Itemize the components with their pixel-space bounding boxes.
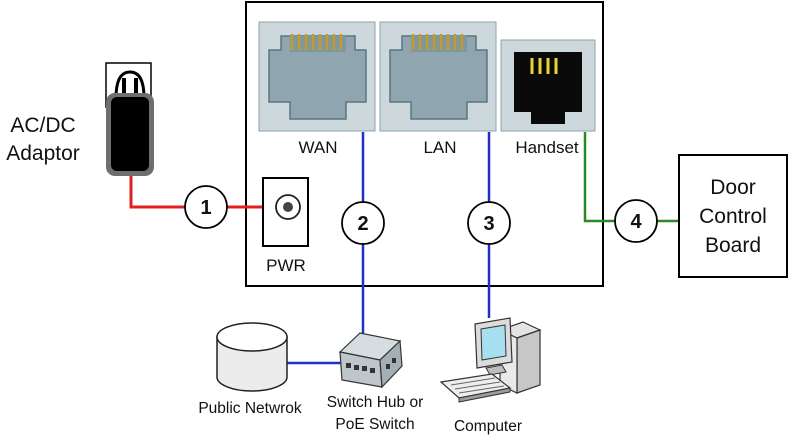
public-network-label: Public Netwrok [198,400,302,417]
badge-4-label: 4 [630,211,642,233]
lan-port [379,21,497,132]
adaptor-label-line2: Adaptor [6,142,80,165]
badge-3: 3 [467,201,511,245]
handset-label: Handset [515,138,579,157]
power-jack [262,177,309,247]
door-control-board [678,154,788,278]
badge-1-label: 1 [200,197,211,219]
lan-label: LAN [423,138,456,157]
computer-icon [439,317,542,403]
wan-label: WAN [298,138,337,157]
switch-hub-icon [338,332,403,389]
badge-1: 1 [184,185,228,229]
door-label-line3: Board [705,234,761,257]
door-label-line1: Door [710,176,756,199]
badge-2: 2 [341,201,385,245]
pwr-label: PWR [266,256,306,275]
switch-label-line1: Switch Hub or [327,394,423,411]
badge-3-label: 3 [483,213,494,235]
switch-label-line2: PoE Switch [335,416,414,433]
public-network-icon [216,322,288,392]
handset-port [500,39,596,132]
adaptor-icon [105,62,154,176]
wan-port [258,21,376,132]
badge-2-label: 2 [357,213,368,235]
badge-4: 4 [614,199,658,243]
computer-label: Computer [454,418,522,435]
adaptor-label-line1: AC/DC [10,114,75,137]
power-cable [129,176,289,209]
door-label-line2: Control [699,205,767,228]
